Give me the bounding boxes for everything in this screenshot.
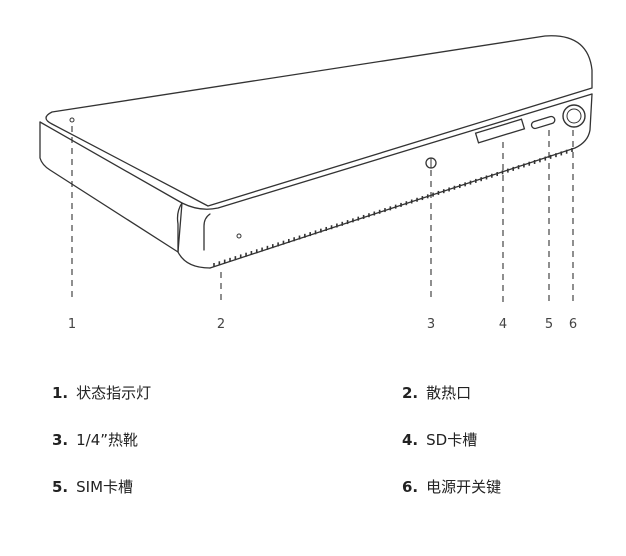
power-button-icon <box>562 104 586 128</box>
legend-item-3: 3.1/4”热靴 <box>52 431 139 449</box>
legend-item-5: 5.SIM卡槽 <box>52 478 134 496</box>
sim-slot-icon <box>530 115 556 130</box>
legend-item-2: 2.散热口 <box>402 384 472 402</box>
device-front-bottom <box>209 93 593 269</box>
sd-slot-icon <box>474 118 526 144</box>
legend-item-4: 4.SD卡槽 <box>402 431 478 449</box>
device-top-edge <box>39 93 593 210</box>
device-front-corner <box>176 202 211 269</box>
device-left-face <box>39 121 183 253</box>
vent-slots <box>213 148 573 267</box>
callout-1: 1 <box>68 317 76 332</box>
device-top-surface <box>45 35 593 207</box>
status-light-icon <box>69 117 75 123</box>
callout-4: 4 <box>499 317 507 332</box>
callout-2: 2 <box>217 317 225 332</box>
device-front-inner-edge <box>203 213 211 251</box>
callout-5: 5 <box>545 317 553 332</box>
power-button-inner <box>566 108 582 124</box>
callout-6: 6 <box>569 317 577 332</box>
callout-3: 3 <box>427 317 435 332</box>
legend-item-1: 1.状态指示灯 <box>52 384 152 402</box>
front-led-icon <box>236 233 242 239</box>
legend-item-6: 6.电源开关键 <box>402 478 502 496</box>
